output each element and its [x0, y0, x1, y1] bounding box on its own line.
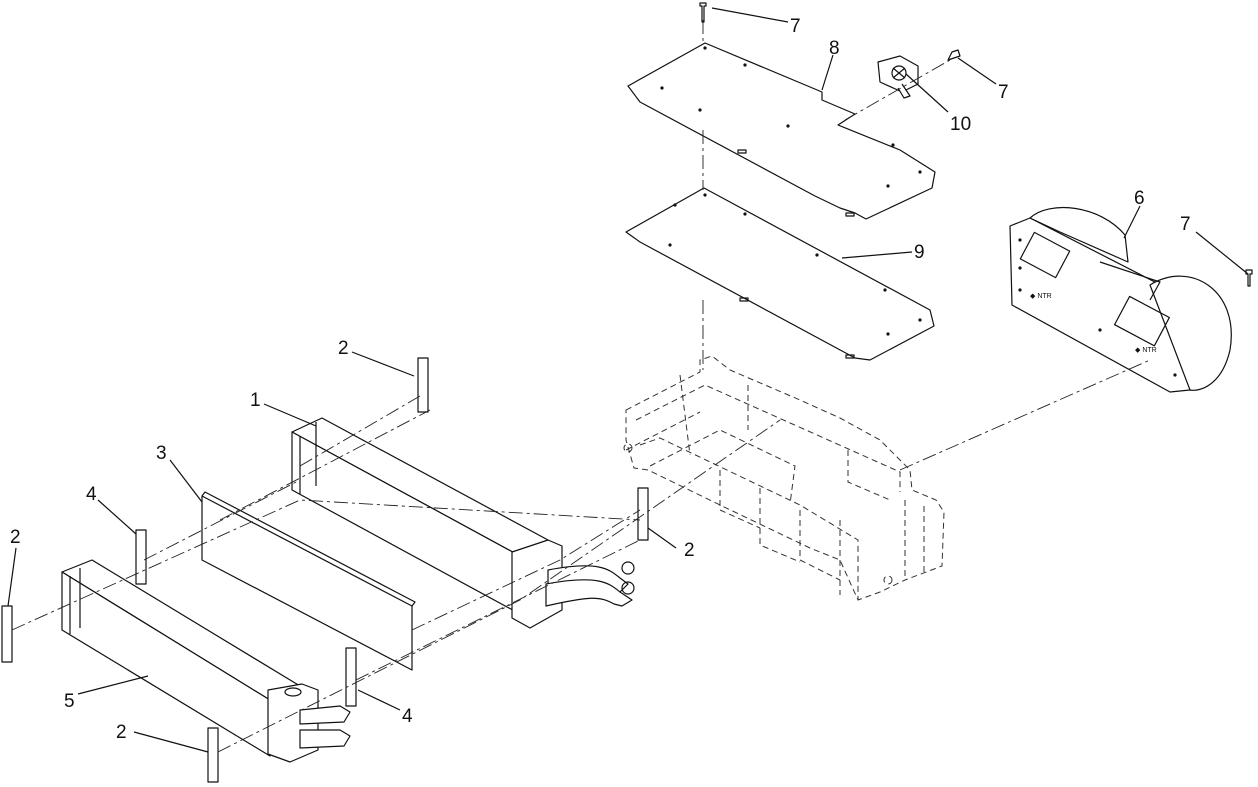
strip-4-a — [135, 529, 147, 585]
callout-7-right: 7 — [998, 82, 1009, 103]
strip-2-c — [1, 605, 13, 663]
screw-7-top — [699, 2, 707, 23]
callout-7-blower: 7 — [1180, 214, 1191, 235]
housing-phantom — [623, 355, 945, 601]
callout-2-top: 2 — [338, 338, 349, 359]
screw-7-right-top — [947, 49, 961, 61]
heater-core-1 — [291, 417, 635, 629]
cover-plate-8 — [627, 42, 936, 220]
plate-9 — [625, 187, 935, 361]
callout-9: 9 — [914, 242, 925, 263]
callout-7-top: 7 — [790, 16, 801, 37]
strip-4-b — [345, 647, 357, 707]
callout-2-left: 2 — [10, 527, 21, 548]
blower-assembly-6: ◆ NTR ◆ NTR — [1009, 206, 1232, 393]
strip-2-a — [417, 357, 429, 413]
assembly-centerlines — [11, 20, 1151, 753]
strip-2-b — [637, 487, 649, 541]
switch-bracket-10 — [877, 55, 919, 99]
svg-text:◆ NTR: ◆ NTR — [1135, 347, 1157, 354]
callout-8: 8 — [829, 38, 840, 59]
callout-3: 3 — [156, 443, 167, 464]
callout-10: 10 — [950, 114, 971, 135]
callout-1: 1 — [250, 390, 261, 411]
leader-lines — [7, 7, 1249, 753]
callout-2-bottom: 2 — [116, 722, 127, 743]
svg-text:◆ NTR: ◆ NTR — [1030, 293, 1052, 300]
callout-2-mid: 2 — [684, 540, 695, 561]
callout-4-bottom: 4 — [402, 706, 413, 727]
panel-3 — [201, 491, 416, 671]
callout-6: 6 — [1134, 188, 1145, 209]
callout-5: 5 — [64, 691, 75, 712]
callout-4-left: 4 — [86, 484, 97, 505]
callout-labels: 7 8 7 10 6 7 9 2 1 3 4 2 2 5 4 2 — [10, 16, 1191, 743]
strip-2-d — [207, 727, 219, 783]
heater-core-5 — [61, 559, 351, 763]
